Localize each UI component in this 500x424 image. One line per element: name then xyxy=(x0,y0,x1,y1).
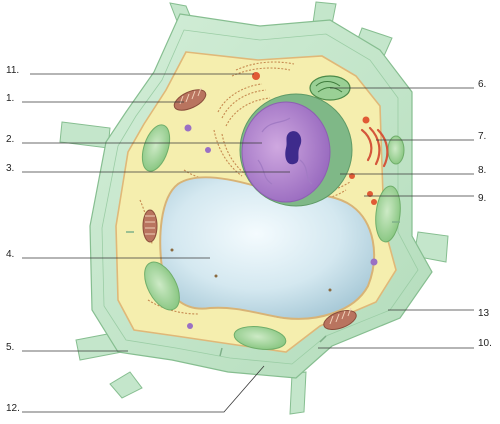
label-6: 6. xyxy=(478,79,486,90)
label-9: 9. xyxy=(478,193,486,204)
label-11: 11. xyxy=(6,65,19,76)
labels: 11. 1. 2. 3. 4. 5. 12. 6. 7. 8. 9. 13 10… xyxy=(6,65,492,414)
label-13: 13 xyxy=(478,308,490,319)
label-4: 4. xyxy=(6,249,14,260)
label-2: 2. xyxy=(6,134,14,145)
leader-lines xyxy=(22,73,474,413)
plasmodesmata xyxy=(126,221,400,357)
chloroplasts xyxy=(141,124,405,350)
nucleolus xyxy=(285,131,302,165)
label-7: 7. xyxy=(478,131,486,142)
mitochondria xyxy=(142,87,357,331)
label-1: 1. xyxy=(6,93,14,104)
golgi-apparatus xyxy=(360,126,389,168)
label-10: 10. xyxy=(478,338,492,349)
label-5: 5. xyxy=(6,342,14,353)
label-8: 8. xyxy=(478,165,486,176)
label-3: 3. xyxy=(6,163,14,174)
label-12: 12. xyxy=(6,403,20,414)
